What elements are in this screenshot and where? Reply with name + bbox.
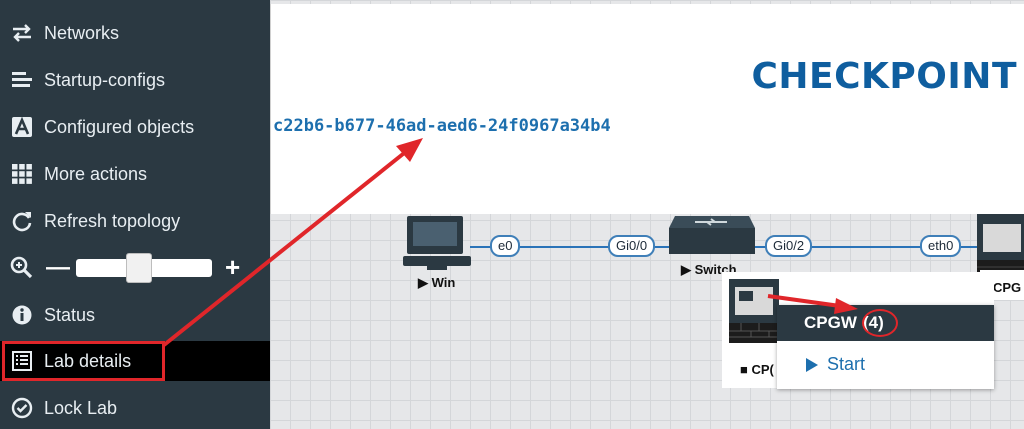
switch-icon[interactable] bbox=[665, 212, 757, 260]
port-gi0-0: Gi0/0 bbox=[608, 235, 656, 257]
firewall-icon[interactable] bbox=[975, 212, 1024, 274]
port-e0: e0 bbox=[490, 235, 521, 257]
sidebar-item-label: Refresh topology bbox=[44, 210, 181, 231]
zoom-out-button[interactable]: — bbox=[46, 254, 70, 281]
zoom-control: — + bbox=[0, 248, 270, 288]
annotation-highlight-box bbox=[2, 341, 165, 381]
sidebar-item-label: Startup-configs bbox=[44, 69, 166, 90]
node-label-cpgw[interactable]: ■ CP( bbox=[740, 362, 774, 377]
details-list-icon bbox=[9, 350, 35, 372]
sidebar-item-lock-lab[interactable]: Lock Lab bbox=[0, 388, 270, 428]
sidebar-item-networks[interactable]: Networks bbox=[0, 13, 270, 53]
sidebar-item-startup-configs[interactable]: Startup-configs bbox=[0, 60, 270, 100]
refresh-icon bbox=[9, 210, 35, 232]
lock-circle-icon bbox=[9, 397, 35, 419]
node-id-highlight-ring bbox=[862, 309, 898, 337]
zoom-in-button[interactable]: + bbox=[225, 252, 241, 282]
grid-icon bbox=[9, 163, 35, 185]
sidebar-item-lab-details[interactable]: Lab details bbox=[0, 341, 270, 381]
sidebar-item-configured-objects[interactable]: Configured objects bbox=[0, 107, 270, 147]
sidebar-item-label: Networks bbox=[44, 22, 120, 43]
context-menu-title: CPGW bbox=[804, 313, 857, 332]
info-icon bbox=[9, 304, 35, 326]
link-win-switch bbox=[470, 246, 670, 248]
node-label-cpg[interactable]: CPG bbox=[993, 280, 1022, 295]
sidebar-item-label: More actions bbox=[44, 163, 148, 184]
list-lines-icon bbox=[9, 69, 35, 91]
node-label-win[interactable]: ▶ Win bbox=[418, 275, 456, 290]
link-switch-cpgw bbox=[755, 246, 985, 248]
start-node-button[interactable]: Start bbox=[805, 354, 865, 375]
sidebar-item-label: Configured objects bbox=[44, 116, 195, 137]
sidebar-item-label: Lock Lab bbox=[44, 397, 118, 418]
sidebar-item-more-actions[interactable]: More actions bbox=[0, 154, 270, 194]
sidebar-item-label: Status bbox=[44, 304, 96, 325]
lab-title: CHECKPOINT bbox=[751, 56, 1017, 97]
port-eth0: eth0 bbox=[920, 235, 962, 257]
exchange-icon bbox=[9, 22, 35, 44]
firewall-icon[interactable] bbox=[729, 279, 779, 343]
zoom-slider-handle[interactable] bbox=[126, 253, 152, 283]
lab-id: c22b6-b677-46ad-aed6-24f0967a34b4 bbox=[273, 116, 611, 136]
pc-icon[interactable] bbox=[399, 214, 475, 274]
port-gi0-2: Gi0/2 bbox=[765, 235, 813, 257]
font-a-icon bbox=[9, 116, 35, 138]
lab-details-modal: CHECKPOINT c22b6-b677-46ad-aed6-24f0967a… bbox=[270, 4, 1024, 214]
sidebar-item-label: Lab details bbox=[44, 350, 132, 371]
sidebar-item-refresh-topology[interactable]: Refresh topology bbox=[0, 201, 270, 241]
zoom-icon bbox=[10, 256, 34, 285]
sidebar-item-status[interactable]: Status bbox=[0, 295, 270, 335]
play-icon bbox=[806, 357, 818, 372]
start-node-label: Start bbox=[827, 354, 866, 374]
